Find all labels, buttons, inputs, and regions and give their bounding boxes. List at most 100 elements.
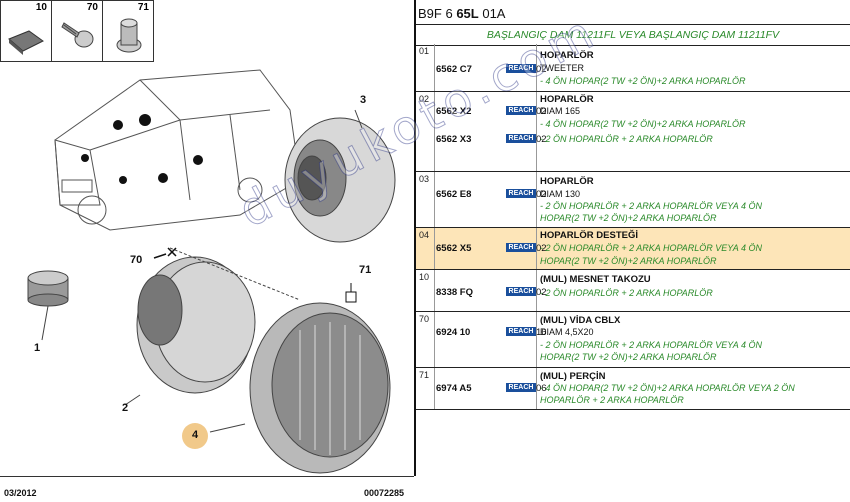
reach-badge: REACH	[506, 134, 536, 143]
part-title: HOPARLÖR DESTEĞİ	[540, 230, 638, 241]
row-index: 02	[419, 94, 430, 104]
header-bold: 65L	[456, 6, 479, 21]
row-index: 71	[419, 370, 430, 380]
separator	[434, 270, 435, 311]
row-index: 04	[419, 230, 430, 240]
applicability-note: - 4 ÖN HOPAR(2 TW +2 ÖN)+2 ARKA HOPARLÖR	[540, 76, 746, 86]
table-row[interactable]: 03 6562 E8 REACH 02 HOPARLÖR DIAM 130 - …	[416, 172, 850, 228]
pad-icon	[8, 30, 44, 55]
speaker-support-4	[209, 302, 391, 474]
separator	[434, 228, 435, 269]
applicability-note: HOPAR(2 TW +2 ÖN)+2 ARKA HOPARLÖR	[540, 256, 717, 266]
footer-code: 00072285	[364, 488, 405, 498]
row-index: 01	[419, 46, 430, 56]
applicability-note: HOPARLÖR + 2 ARKA HOPARLÖR	[540, 395, 684, 405]
separator	[536, 368, 537, 409]
part-detail: DIAM 130	[540, 189, 581, 199]
part-detail: DIAM 4,5X20	[540, 327, 594, 337]
reach-badge: REACH	[506, 64, 536, 73]
row-index: 70	[419, 314, 430, 324]
speaker-3	[284, 109, 396, 243]
part-number[interactable]: 6974 A5	[436, 383, 472, 394]
part-number[interactable]: 8338 FQ	[436, 287, 473, 298]
separator	[434, 92, 435, 171]
thumb-part-71[interactable]: 71	[102, 0, 154, 62]
table-row[interactable]: 01 6562 C7 REACH 02 HOPARLÖR TWEETER - 4…	[416, 44, 850, 92]
separator	[536, 172, 537, 227]
part-number[interactable]: 6562 E8	[436, 189, 472, 200]
callout-71: 71	[359, 264, 372, 276]
separator	[434, 172, 435, 227]
part-number[interactable]: 6562 X3	[436, 134, 472, 145]
part-title: (MUL) VİDA CBLX	[540, 315, 621, 326]
part-number[interactable]: 6562 X5	[436, 243, 472, 254]
footer-divider	[0, 476, 414, 477]
reach-badge: REACH	[506, 243, 536, 252]
rivet-icon	[116, 18, 142, 53]
callout-4: 4	[192, 429, 199, 441]
part-title: (MUL) PERÇİN	[540, 371, 606, 382]
applicability-note: - 2 ÖN HOPARLÖR + 2 ARKA HOPARLÖR VEYA 4…	[540, 340, 762, 350]
thumb-number: 10	[35, 2, 47, 13]
part-number[interactable]: 6562 C7	[436, 64, 472, 75]
speakers-diagram	[27, 69, 396, 474]
applicability-note: HOPAR(2 TW +2 ÖN)+2 ARKA HOPARLÖR	[540, 213, 717, 223]
reach-badge: REACH	[506, 383, 536, 392]
thumb-number: 70	[86, 2, 98, 13]
separator	[536, 228, 537, 269]
row-index: 10	[419, 272, 430, 282]
applicability-note: - 2 ÖN HOPARLÖR + 2 ARKA HOPARLÖR VEYA 4…	[540, 243, 762, 253]
table-row-selected[interactable]: 04 6562 X5 REACH 02 HOPARLÖR DESTEĞİ - 2…	[416, 228, 850, 270]
quantity: 02	[536, 134, 547, 145]
screw-70-marker	[153, 247, 177, 259]
part-title: HOPARLÖR	[540, 176, 594, 187]
applicability-note: HOPAR(2 TW +2 ÖN)+2 ARKA HOPARLÖR	[540, 352, 717, 362]
header-prefix: B9F 6	[418, 6, 453, 21]
part-title: HOPARLÖR	[540, 50, 594, 61]
part-detail: TWEETER	[540, 63, 584, 73]
applicability-note: - 2 ÖN HOPARLÖR + 2 ARKA HOPARLÖR	[540, 134, 713, 144]
screw-icon	[61, 22, 94, 48]
header-suffix: 01A	[482, 6, 506, 21]
applicability-note: - 2 ÖN HOPARLÖR + 2 ARKA HOPARLÖR VEYA 4…	[540, 201, 762, 211]
table-row[interactable]: 10 8338 FQ REACH 02 (MUL) MESNET TAKOZU …	[416, 270, 850, 312]
highlight-circle	[182, 423, 208, 449]
applicability-note: - 4 ÖN HOPAR(2 TW +2 ÖN)+2 ARKA HOPARLÖR…	[540, 383, 795, 393]
reach-badge: REACH	[506, 327, 536, 336]
separator	[434, 312, 435, 367]
separator	[536, 270, 537, 311]
quantity: 02	[536, 287, 547, 298]
rivet-71-marker	[345, 283, 357, 303]
speaker-1	[27, 270, 69, 341]
reach-badge: REACH	[506, 106, 536, 115]
separator	[536, 92, 537, 171]
part-number[interactable]: 6562 X2	[436, 106, 472, 117]
quantity: 02	[536, 64, 547, 75]
row-index: 03	[419, 174, 430, 184]
reach-badge: REACH	[506, 287, 536, 296]
quantity: 06	[536, 383, 547, 394]
table-row[interactable]: 70 6924 10 REACH 16 (MUL) VİDA CBLX DIAM…	[416, 312, 850, 368]
table-row[interactable]: 02 6562 X2 REACH 02 6562 X3 REACH 02 HOP…	[416, 92, 850, 172]
applicability-note: - 4 ÖN HOPAR(2 TW +2 ÖN)+2 ARKA HOPARLÖR	[540, 119, 746, 129]
quantity: 16	[536, 327, 547, 338]
callout-3: 3	[360, 94, 367, 106]
quantity: 02	[536, 189, 547, 200]
catalog-header: B9F 6 65L 01A	[418, 6, 505, 21]
part-number[interactable]: 6924 10	[436, 327, 471, 338]
quantity: 02	[536, 243, 547, 254]
part-title: (MUL) MESNET TAKOZU	[540, 274, 651, 285]
separator	[434, 368, 435, 409]
part-title: HOPARLÖR	[540, 94, 594, 105]
footer-date: 03/2012	[4, 488, 37, 498]
part-detail: DIAM 165	[540, 106, 581, 116]
callout-70: 70	[130, 254, 143, 266]
applicability-note: - 2 ÖN HOPARLÖR + 2 ARKA HOPARLÖR	[540, 288, 713, 298]
callout-2: 2	[122, 402, 129, 414]
separator	[536, 44, 537, 91]
model-subtitle: BAŞLANGIÇ DAM 11211FL VEYA BAŞLANGIÇ DAM…	[416, 24, 850, 46]
table-row[interactable]: 71 6974 A5 REACH 06 (MUL) PERÇİN - 4 ÖN …	[416, 368, 850, 410]
thumb-number: 71	[137, 2, 149, 13]
separator	[434, 44, 435, 91]
quantity: 02	[536, 106, 547, 117]
